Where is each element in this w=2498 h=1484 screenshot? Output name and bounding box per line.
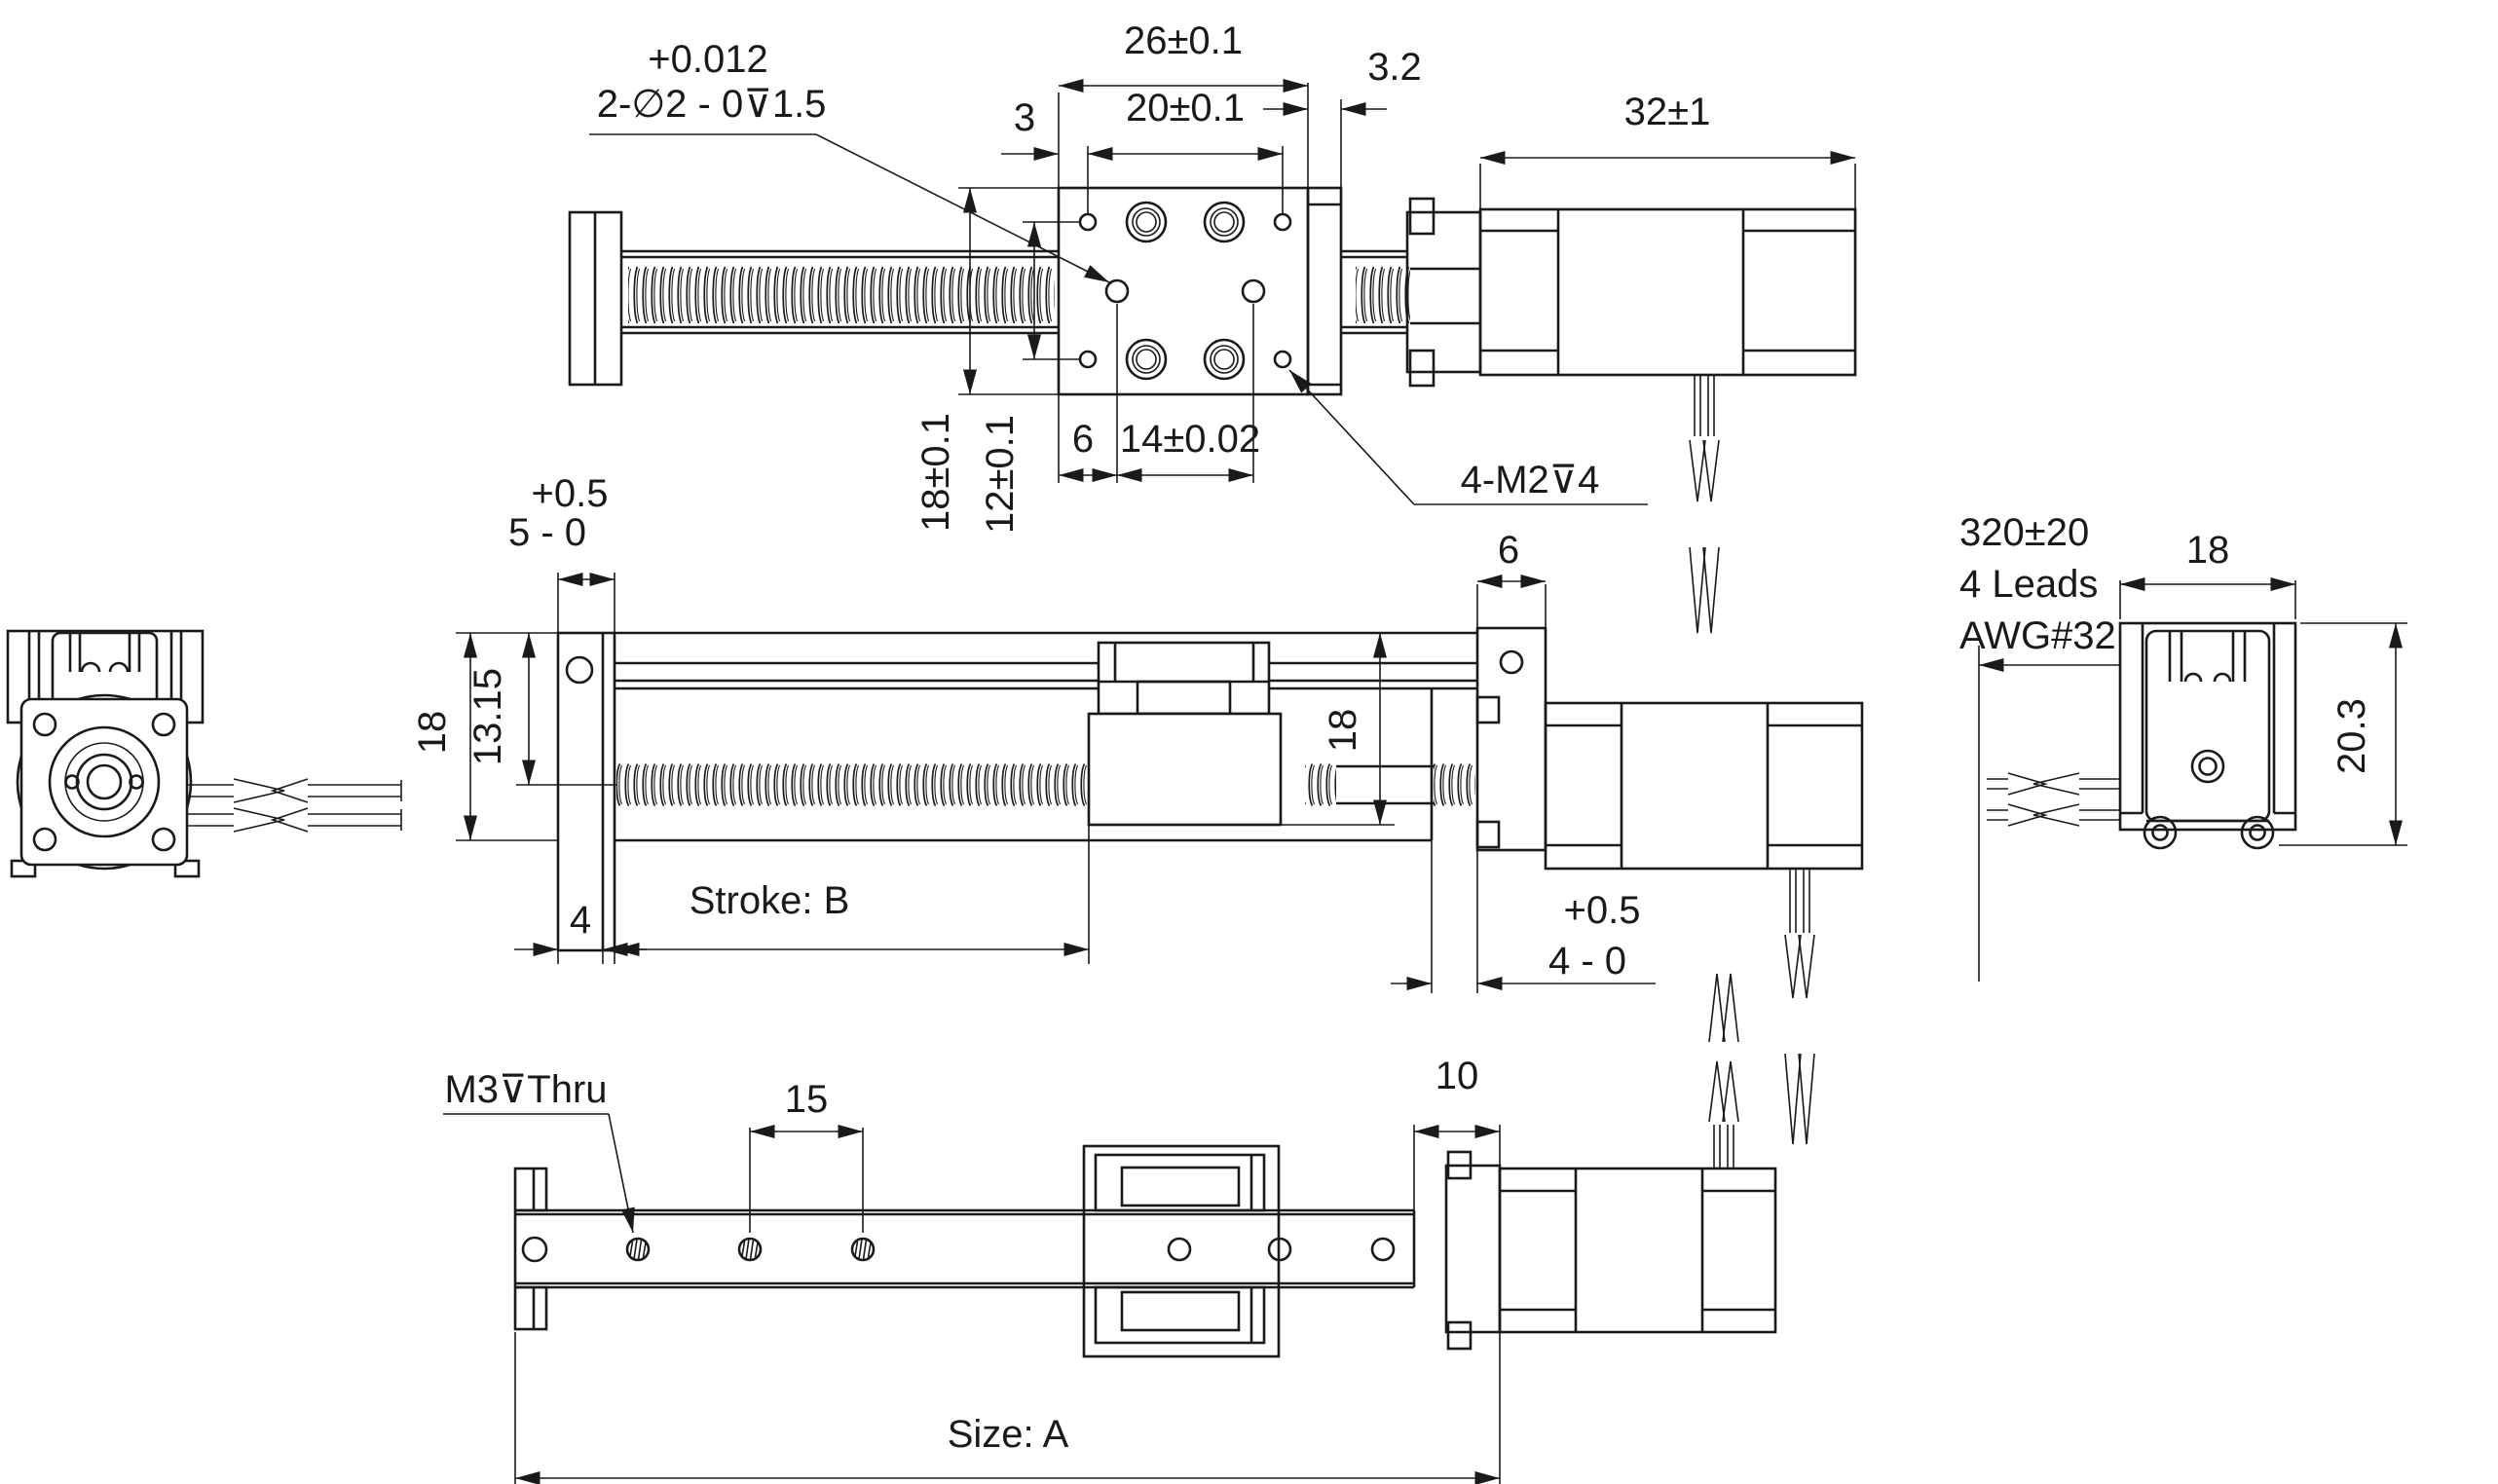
motor-leads-side <box>1784 869 1815 1145</box>
motor-bracket-top <box>1405 210 1482 374</box>
dim-5: 5 - 0 <box>508 511 586 554</box>
carriage-block-top <box>1057 186 1310 396</box>
end-hole <box>2190 749 2225 784</box>
dim-13-15: 13.15 <box>466 668 509 765</box>
rail-hole <box>1167 1237 1192 1262</box>
motor-leads-top <box>1689 375 1720 634</box>
dim-20: 20±0.1 <box>1126 87 1245 130</box>
slider-profile-right <box>2144 629 2271 823</box>
bracket-tab-bottom <box>1408 349 1435 388</box>
dim-18-carriage: 18 <box>1322 709 1364 753</box>
hole-callout-tolerance: +0.012 <box>648 38 767 81</box>
counterbored-hole <box>1203 201 1246 243</box>
right-end-view: 18 20.3 <box>1987 529 2407 850</box>
threaded-hole <box>625 1237 651 1262</box>
rail-hole <box>521 1236 548 1263</box>
top-side-plate <box>1306 186 1343 396</box>
motor-top <box>1478 207 1857 377</box>
motor-mount-hole <box>32 712 57 737</box>
roller <box>2143 815 2178 850</box>
tol-4-right: +0.5 <box>1564 889 1641 932</box>
motor-face <box>19 697 189 867</box>
counterbored-hole <box>1125 338 1168 381</box>
plate-hole <box>565 655 594 685</box>
motor-bracket-bottom <box>1444 1164 1502 1334</box>
motor-bottom <box>1498 1167 1777 1334</box>
left-end-view <box>6 629 402 878</box>
motor-mount-hole <box>32 827 57 852</box>
motor-mount-hole <box>151 827 176 852</box>
lead-screw-top <box>628 265 1055 325</box>
plate-hole <box>1499 649 1524 675</box>
dim-4-left: 4 <box>570 899 591 942</box>
dim-18-left: 18 <box>411 711 454 755</box>
dim-6: 6 <box>1072 418 1094 461</box>
bottom-view: M3⊽Thru 15 10 Size: A <box>443 973 1777 1484</box>
threaded-hole <box>850 1237 876 1262</box>
dim-12-vert: 12±0.1 <box>979 415 1022 534</box>
carriage-block-bottom <box>1082 1144 1281 1358</box>
motor-foot <box>173 859 201 878</box>
dim-10: 10 <box>1435 1055 1479 1097</box>
dim-15: 15 <box>785 1078 829 1121</box>
dim-18-end: 18 <box>2186 529 2230 572</box>
top-view: 26±0.1 3.2 3 20±0.1 32±1 +0.012 2-∅2 - 0… <box>568 19 1857 634</box>
right-support-plate <box>1475 626 1547 852</box>
counterbored-hole <box>1203 338 1246 381</box>
motor-leads-bottom <box>1708 973 1739 1169</box>
bottom-view-dimensions: M3⊽Thru 15 10 Size: A <box>443 1055 1501 1484</box>
depth-callout: ⊽1.5 <box>744 83 827 126</box>
thread-callout-top: 4-M2⊽4 <box>1461 459 1600 501</box>
motor-body-circle <box>16 693 193 871</box>
lead-screw-side <box>616 762 1089 807</box>
end-tab <box>513 1285 548 1331</box>
top-view-dimensions: 26±0.1 3.2 3 20±0.1 32±1 +0.012 2-∅2 - 0… <box>589 19 1856 534</box>
motor-leads-right-view <box>1987 772 2120 827</box>
motor-side <box>1544 701 1864 871</box>
rail-hole <box>1370 1237 1396 1262</box>
bracket-tab <box>1446 1320 1473 1351</box>
motor-leads-left <box>187 778 402 833</box>
dim-32: 32±1 <box>1624 91 1711 133</box>
dim-3-2: 3.2 <box>1367 46 1422 89</box>
rail-profile-right <box>2118 621 2297 832</box>
thread-callout-bottom: M3⊽Thru <box>444 1068 607 1111</box>
dowel-hole <box>1104 278 1130 304</box>
counterbored-hole <box>1125 201 1168 243</box>
side-view: +0.5 5 - 0 18 13.15 4 Stroke: B <box>411 472 2120 1145</box>
left-mount-plate <box>556 631 616 952</box>
carriage-block-side <box>1087 712 1283 827</box>
dim-18-vert: 18±0.1 <box>914 413 957 532</box>
leads-count: 4 Leads <box>1959 563 2098 606</box>
bracket-tab-top <box>1408 197 1435 236</box>
leads-length: 320±20 <box>1959 511 2089 554</box>
motor-mount-hole <box>151 712 176 737</box>
motor-shaft-bore <box>86 763 123 800</box>
motor-pilot <box>48 725 161 838</box>
size-label: Size: A <box>948 1413 1069 1456</box>
side-view-dimensions: +0.5 5 - 0 18 13.15 4 Stroke: B <box>411 472 2120 993</box>
leads-gauge: AWG#32 <box>1959 614 2116 657</box>
right-end-dimensions: 18 20.3 <box>2119 529 2407 846</box>
dim-3: 3 <box>1014 96 1035 139</box>
hole-callout: 2-∅2 - 0 <box>597 83 743 126</box>
end-tab <box>513 1167 548 1212</box>
screw-stub-top <box>1356 265 1410 325</box>
dim-20-3: 20.3 <box>2330 698 2373 774</box>
slider-side <box>1097 641 1271 716</box>
roller <box>2240 815 2275 850</box>
tol-5: +0.5 <box>532 472 609 515</box>
dim-4-right: 4 - 0 <box>1548 940 1626 983</box>
threaded-hole <box>737 1237 763 1262</box>
dowel-hole <box>1241 278 1266 304</box>
dim-14: 14±0.02 <box>1120 418 1260 461</box>
dim-6-right: 6 <box>1498 529 1519 572</box>
stroke-label: Stroke: B <box>690 879 850 922</box>
carriage-holes <box>1078 201 1292 381</box>
dim-26: 26±0.1 <box>1124 19 1243 62</box>
